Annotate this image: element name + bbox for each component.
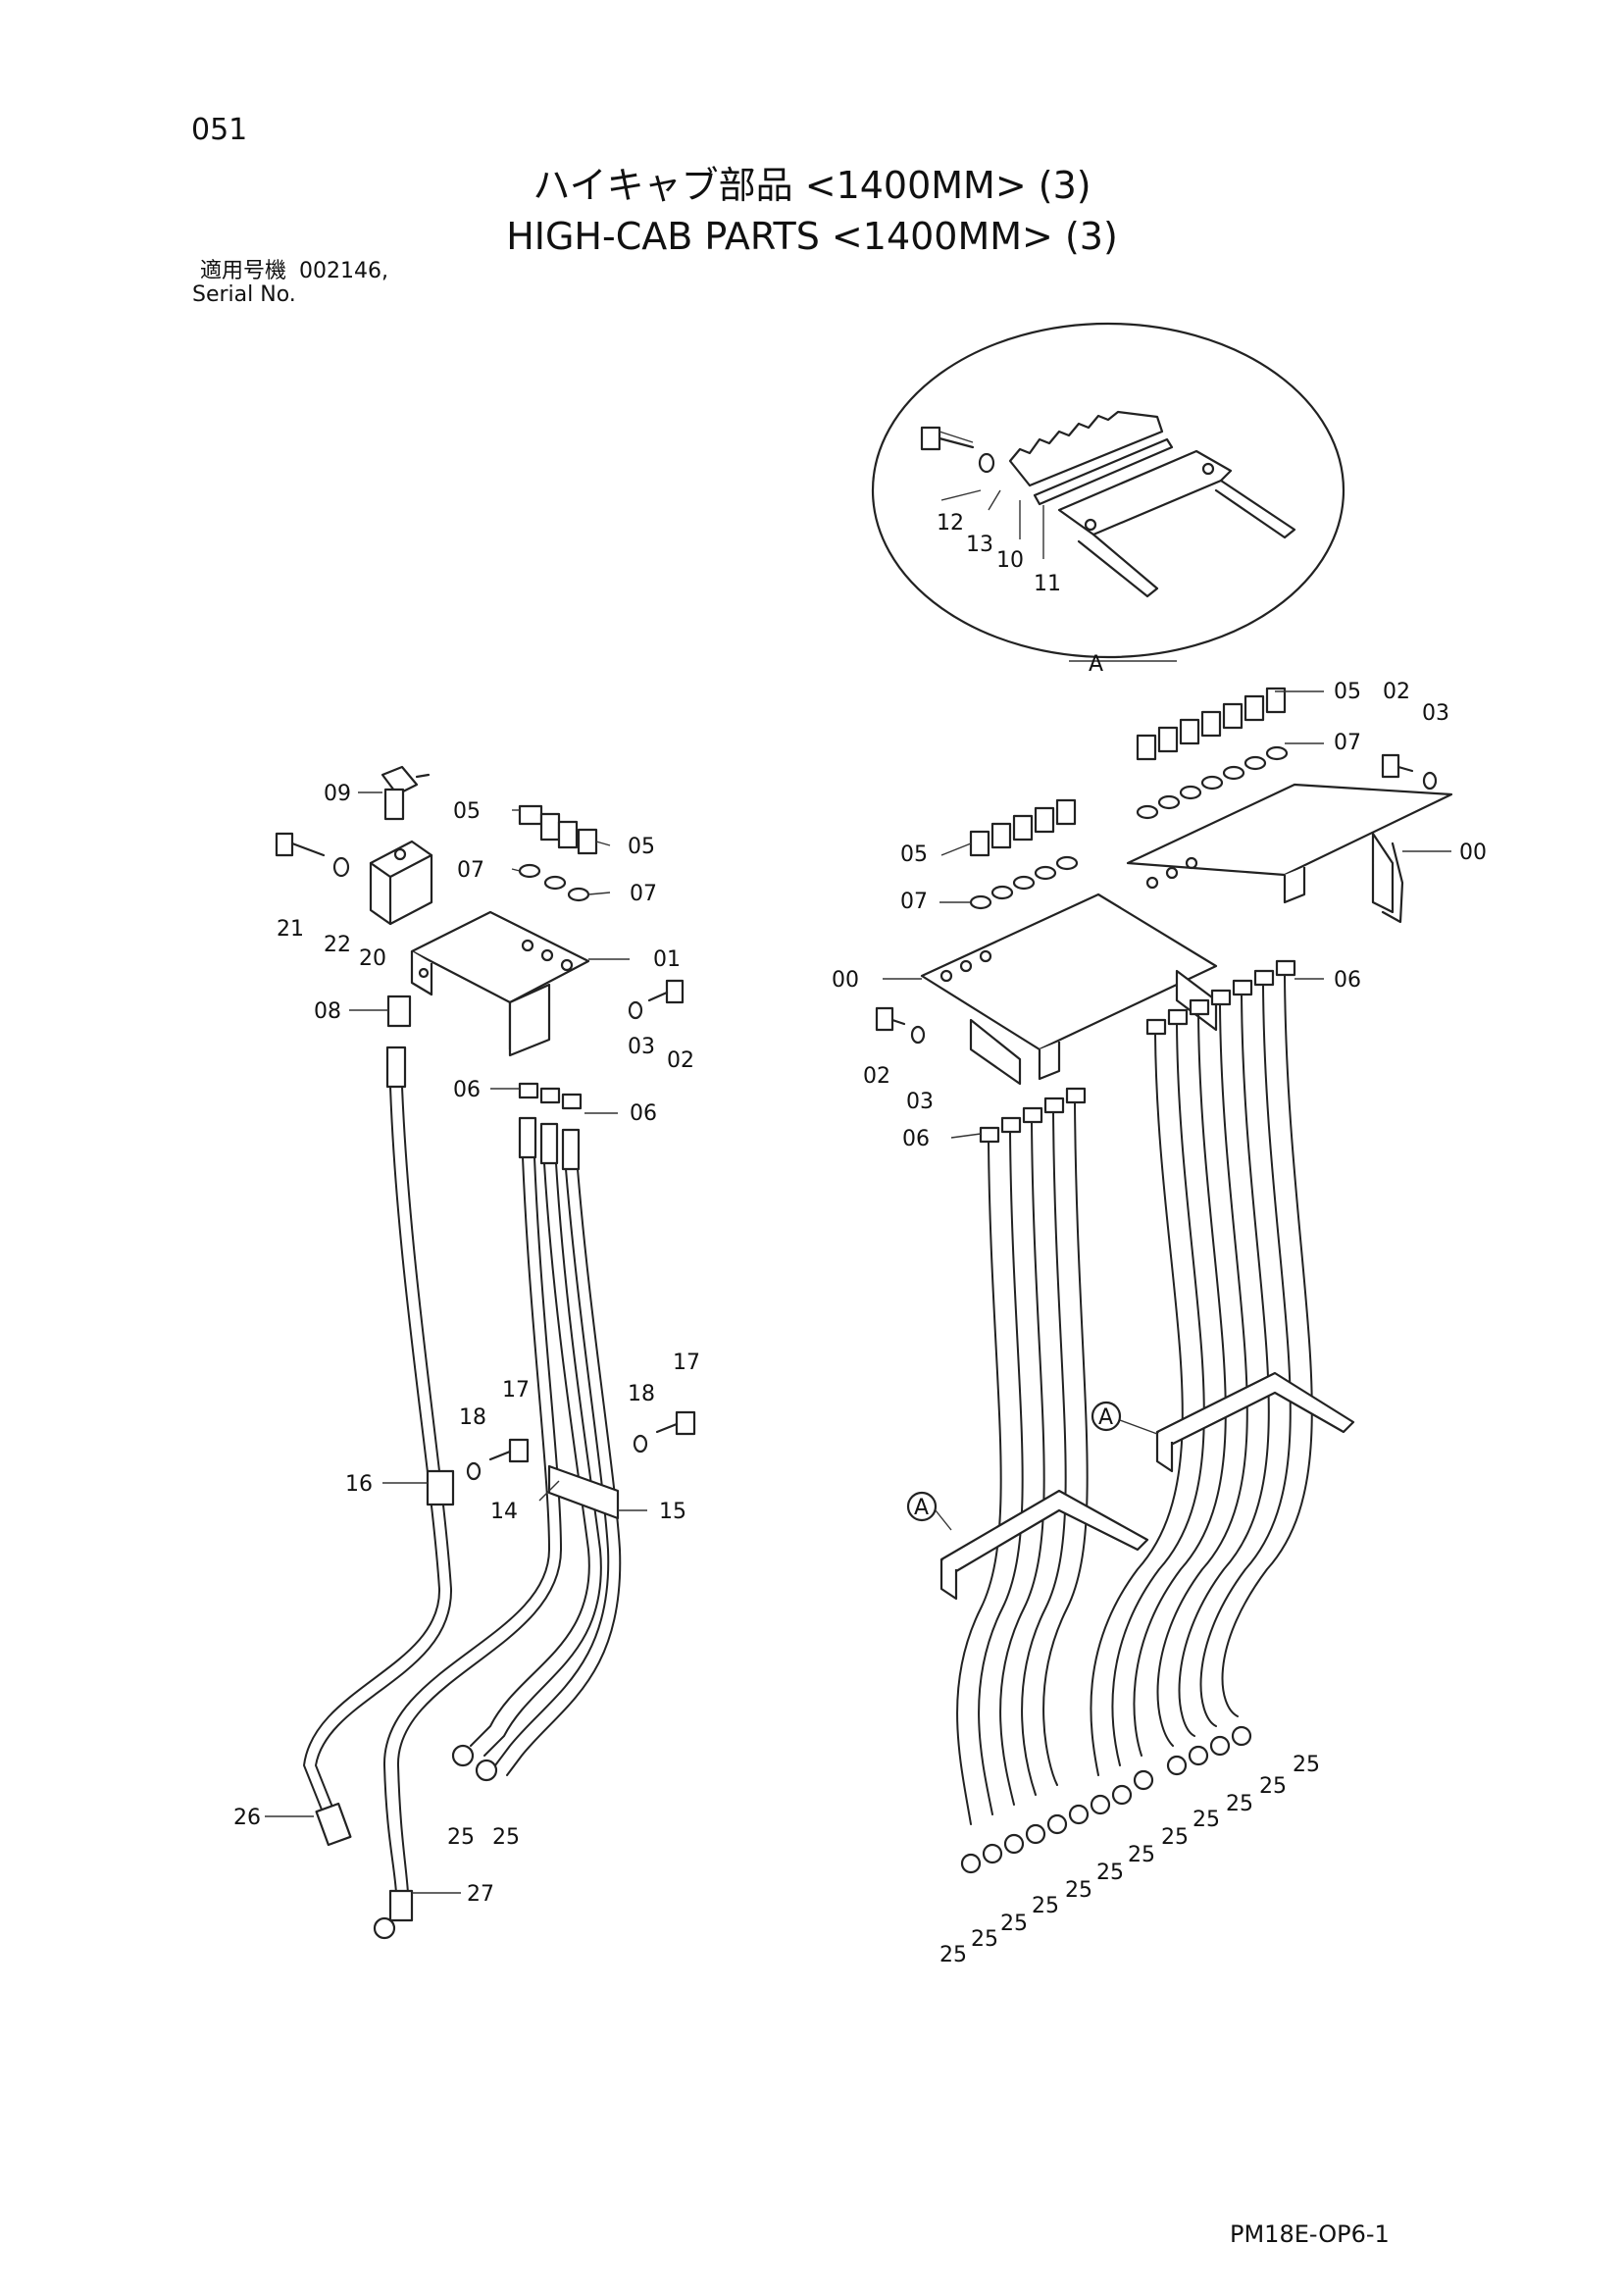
callout-07: 07 xyxy=(630,882,657,906)
callout-01: 01 xyxy=(653,947,681,972)
callout-25: 25 xyxy=(1293,1753,1320,1777)
callout-a: A xyxy=(914,1496,929,1520)
callout-22: 22 xyxy=(324,933,351,957)
drawing-code: PM18E-OP6-1 xyxy=(1230,2220,1390,2248)
page-number: 051 xyxy=(191,113,248,147)
callout-25: 25 xyxy=(971,1927,998,1952)
callout-00: 00 xyxy=(1459,841,1487,865)
callout-a: A xyxy=(1098,1405,1113,1430)
callout-12: 12 xyxy=(937,511,964,536)
callout-25: 25 xyxy=(492,1825,520,1850)
page-title-en: HIGH-CAB PARTS <1400MM> (3) xyxy=(506,215,1118,258)
callout-02: 02 xyxy=(1383,680,1410,704)
callout-03: 03 xyxy=(628,1035,655,1059)
callout-20: 20 xyxy=(359,946,386,971)
serial-number-value: 002146, xyxy=(299,259,388,283)
callout-18: 18 xyxy=(459,1405,486,1430)
callout-02: 02 xyxy=(667,1048,694,1073)
callout-11: 11 xyxy=(1034,572,1061,596)
callout-05: 05 xyxy=(1334,680,1361,704)
callout-18: 18 xyxy=(628,1382,655,1406)
callout-25: 25 xyxy=(447,1825,475,1850)
callout-05: 05 xyxy=(628,835,655,859)
callout-16: 16 xyxy=(345,1472,373,1497)
callout-25: 25 xyxy=(1000,1912,1028,1936)
callout-06: 06 xyxy=(453,1078,481,1102)
serial-label-en: Serial No. xyxy=(192,282,296,307)
callout-06: 06 xyxy=(1334,968,1361,993)
callout-25: 25 xyxy=(1128,1843,1155,1867)
callout-06: 06 xyxy=(902,1127,930,1151)
serial-label-jp: 適用号機 xyxy=(200,259,287,283)
callout-25: 25 xyxy=(1259,1774,1287,1799)
callout-25: 25 xyxy=(1226,1792,1253,1816)
callout-25: 25 xyxy=(1161,1825,1189,1850)
page-title-jp: ハイキャブ部品 <1400MM> (3) xyxy=(533,164,1091,207)
callout-26: 26 xyxy=(233,1806,261,1830)
callout-21: 21 xyxy=(277,917,304,942)
left-assembly xyxy=(275,765,696,1940)
callout-labels: 12 13 10 11 A 09 05 05 21 22 20 07 07 01… xyxy=(233,511,1487,1967)
callout-17: 17 xyxy=(673,1351,700,1375)
callout-09: 09 xyxy=(324,782,351,806)
callout-03: 03 xyxy=(1422,701,1449,726)
callout-25: 25 xyxy=(939,1943,967,1967)
callout-00: 00 xyxy=(832,968,859,993)
callout-25: 25 xyxy=(1193,1808,1220,1832)
callout-15: 15 xyxy=(659,1500,686,1524)
callout-08: 08 xyxy=(314,999,341,1024)
callout-07: 07 xyxy=(1334,731,1361,755)
callout-13: 13 xyxy=(966,533,993,557)
detail-view-label: A xyxy=(1089,652,1103,677)
callout-17: 17 xyxy=(502,1378,530,1403)
callout-05: 05 xyxy=(453,799,481,824)
callout-02: 02 xyxy=(863,1064,890,1089)
callout-14: 14 xyxy=(490,1500,518,1524)
callout-27: 27 xyxy=(467,1882,494,1907)
callout-03: 03 xyxy=(906,1090,934,1114)
callout-25: 25 xyxy=(1096,1861,1124,1885)
callout-06: 06 xyxy=(630,1101,657,1126)
right-assembly xyxy=(875,687,1453,1874)
leader-lines xyxy=(265,489,1451,1894)
callout-07: 07 xyxy=(457,858,484,883)
callout-05: 05 xyxy=(900,842,928,867)
callout-25: 25 xyxy=(1065,1878,1092,1903)
callout-07: 07 xyxy=(900,890,928,914)
detail-view-a xyxy=(871,322,1345,659)
callout-25: 25 xyxy=(1032,1894,1059,1918)
callout-10: 10 xyxy=(996,548,1024,573)
